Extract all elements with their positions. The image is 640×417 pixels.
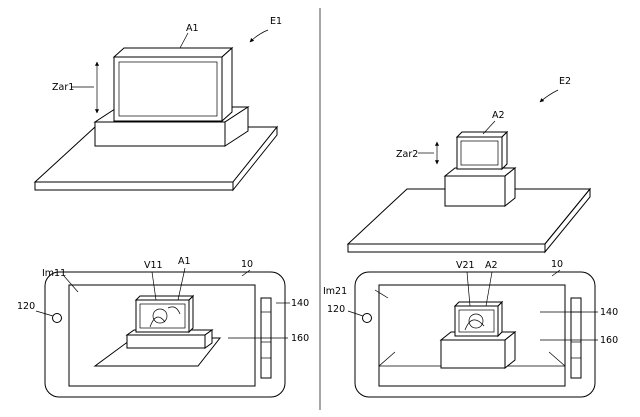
height-label: Zar1 [52,82,74,93]
object-label: A1 [186,23,199,34]
example-arrow [540,90,558,102]
device-number: 10 [241,259,253,270]
display-object-a2 [457,132,507,169]
example-label: E1 [270,16,282,27]
scene-e2: Zar2 A2 E2 [348,76,590,252]
height-arrow [418,142,437,164]
display-object-a1 [114,48,232,121]
image-label: Im21 [323,286,347,297]
example-label: E2 [559,76,571,87]
image-label: Im11 [42,268,66,279]
panel-label: 160 [600,335,618,346]
device-e2: 10 Im21 V21 A2 120 140 160 [323,259,618,397]
height-arrow [71,62,97,113]
object-label: A2 [492,110,505,121]
buttons-label: 140 [291,298,309,309]
buttons-label: 140 [600,307,618,318]
camera-label: 120 [17,301,35,312]
view-label: V21 [456,260,475,271]
view-object-label: A2 [485,260,498,271]
view-label: V11 [144,260,163,271]
panel-label: 160 [291,333,309,344]
camera-label: 120 [327,304,345,315]
view-object-label: A1 [178,256,191,267]
example-arrow [250,30,268,42]
base-box [445,168,515,206]
device-number: 10 [551,259,563,270]
device-e1: 10 Im11 V11 A1 120 140 160 [17,256,309,397]
scene-e1: Zar1 A1 E1 [35,16,282,190]
height-label: Zar2 [396,149,418,160]
